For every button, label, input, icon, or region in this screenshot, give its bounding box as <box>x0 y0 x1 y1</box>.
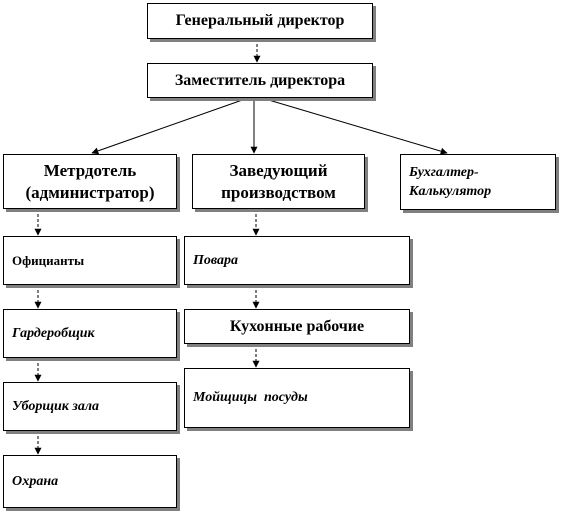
node-label: Гардеробщик <box>12 325 95 341</box>
node-label: Кухонные рабочие <box>229 317 365 335</box>
edge-deputy-to-maitre <box>91 97 249 155</box>
node-label: Заместитель директора <box>174 71 346 89</box>
node-dishwashers: Мойщицы посуды <box>184 368 410 428</box>
node-production-manager: Заведующий производством <box>192 154 365 209</box>
node-cooks: Повара <box>184 236 410 285</box>
node-kitchen-workers: Кухонные рабочие <box>184 309 410 344</box>
node-waiters: Официанты <box>3 236 177 285</box>
node-label: Заведующий производством <box>221 160 336 202</box>
node-cloakroom: Гардеробщик <box>3 309 177 358</box>
node-general-director: Генеральный директор <box>147 3 373 39</box>
node-security: Охрана <box>3 455 177 508</box>
node-label: Мойщицы посуды <box>193 390 308 405</box>
node-label: Уборщик зала <box>12 398 100 414</box>
node-maitre-d: Метрдотель (администратор) <box>3 154 177 209</box>
edge-deputy-to-accountant <box>261 97 448 155</box>
node-label: Охрана <box>12 473 59 489</box>
node-deputy-director: Заместитель директора <box>147 63 373 98</box>
node-label: Повара <box>193 252 239 268</box>
node-label: Официанты <box>12 252 85 268</box>
node-label: Генеральный директор <box>175 12 345 29</box>
node-accountant: Бухгалтер-Калькулятор <box>400 154 556 210</box>
node-label: Метрдотель (администратор) <box>25 160 155 202</box>
node-hall-cleaner: Уборщик зала <box>3 382 177 431</box>
node-label: Бухгалтер-Калькулятор <box>409 165 492 199</box>
